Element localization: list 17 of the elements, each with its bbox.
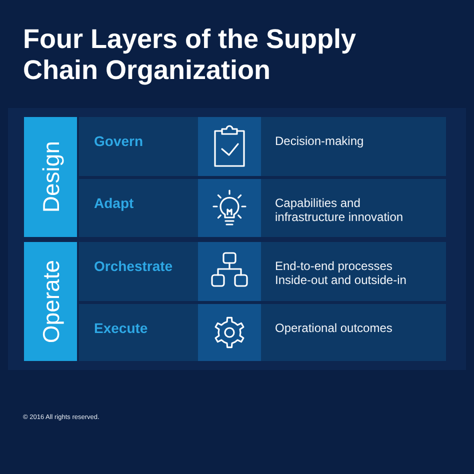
layer-name: Execute bbox=[94, 320, 148, 336]
layer-row bbox=[79, 242, 446, 301]
layer-band bbox=[24, 117, 77, 237]
layer-name: Govern bbox=[94, 133, 144, 149]
layer-description: Capabilities and infrastructure innovation bbox=[275, 196, 404, 224]
layer-description: Operational outcomes bbox=[275, 321, 394, 335]
layer-name: Orchestrate bbox=[94, 258, 173, 274]
layer-row bbox=[79, 117, 446, 176]
layer-row bbox=[79, 304, 446, 361]
title: Four Layers of the Supply Chain Organization bbox=[23, 24, 358, 86]
layer-label: Design bbox=[38, 141, 64, 213]
layer-description: Decision-making bbox=[275, 134, 365, 148]
layer-band bbox=[24, 242, 77, 361]
layer-name: Adapt bbox=[94, 195, 134, 211]
layer-description: End-to-end processes Inside-out and outside-in bbox=[275, 259, 408, 287]
layer-label: Operate bbox=[38, 260, 64, 344]
layer-row bbox=[79, 179, 446, 237]
